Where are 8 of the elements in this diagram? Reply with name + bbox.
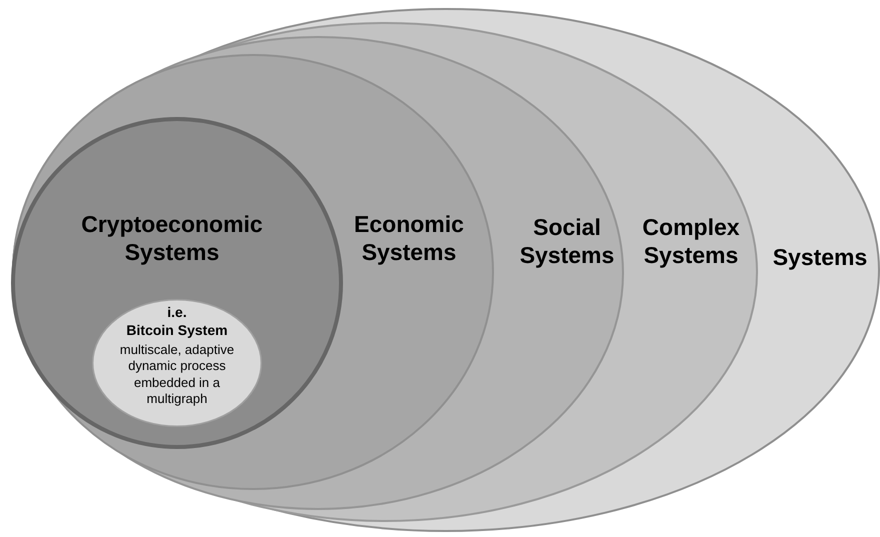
node-label: Cryptoeconomic Systems [80, 211, 264, 266]
node-text: multiscale, adaptive dynamic process embedded in a multigraph [118, 342, 236, 407]
node-label: Complex Systems [641, 214, 741, 270]
node-text: Bitcoin System [125, 322, 229, 340]
node-label: Economic Systems [353, 211, 465, 266]
node-label: Social Systems [518, 214, 616, 270]
node-label: Systems [772, 244, 868, 272]
node-label: i.e. [166, 304, 188, 322]
